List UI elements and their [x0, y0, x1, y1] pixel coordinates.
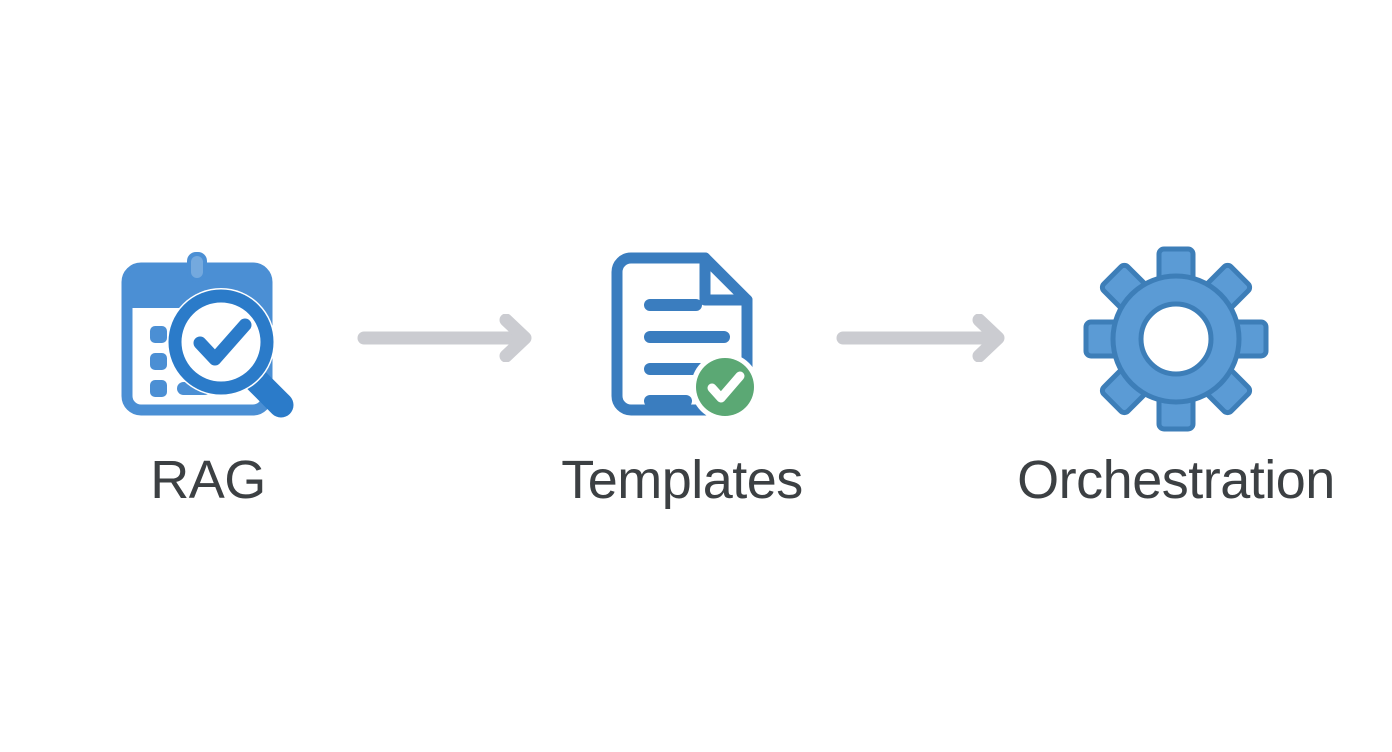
flow-connector-1 [347, 243, 547, 433]
flow-connector-2 [823, 243, 1023, 433]
flow-step-label-orchestration: Orchestration [1017, 449, 1335, 510]
gear-icon [1081, 244, 1271, 434]
flow-step-orchestration[interactable]: Orchestration [1011, 244, 1341, 509]
flow-step-templates[interactable]: Templates [537, 244, 827, 509]
flow-step-label-rag: RAG [150, 449, 266, 510]
arrow-right-icon [356, 314, 538, 362]
clipboard-magnifier-check-icon [113, 244, 303, 434]
arrow-right-icon [835, 314, 1011, 362]
flow-step-rag[interactable]: RAG [63, 244, 353, 509]
document-lines-check-badge-icon [587, 244, 777, 434]
flow-step-label-templates: Templates [561, 449, 803, 510]
